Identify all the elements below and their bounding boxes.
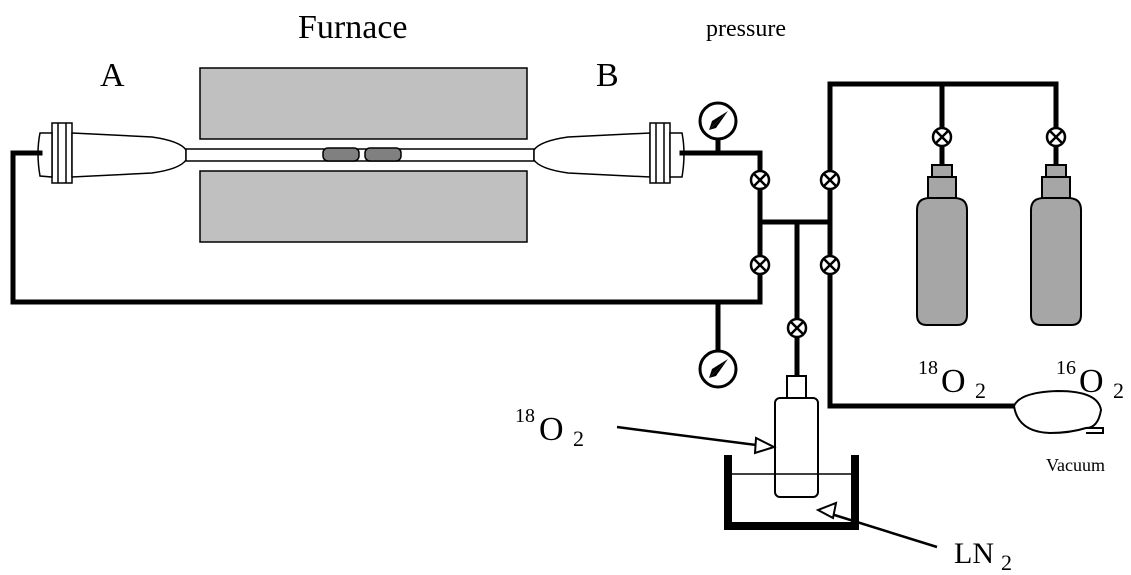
trap-elem: O [539, 411, 564, 448]
valve-manifold-lower[interactable] [819, 254, 841, 276]
sample-left [322, 147, 360, 162]
ln2-sub: 2 [1001, 550, 1012, 575]
end-a-label: A [100, 57, 125, 94]
left-flange [51, 122, 73, 184]
ln2-arrow [815, 501, 938, 549]
cyl2-mass: 16 [1056, 357, 1076, 379]
trap-neck [786, 375, 807, 399]
right-bulb [533, 132, 651, 178]
narrow-tube [185, 148, 535, 162]
cyl2-sub: 2 [1113, 378, 1124, 403]
furnace-top-block [199, 67, 528, 140]
piping [10, 81, 1059, 409]
ln2-dewar [724, 455, 859, 530]
trap-18o2-label: 18 O 2 [515, 405, 584, 451]
vacuum-pump-icon [1012, 389, 1104, 435]
valve-trap[interactable] [786, 317, 808, 339]
dewar-wall [724, 455, 859, 530]
pressure-gauge-lower-icon [698, 349, 738, 389]
ln2-label: LN 2 [954, 537, 1012, 575]
furnace-label: Furnace [298, 9, 408, 46]
valve-manifold-upper[interactable] [819, 169, 841, 191]
pressure-gauge-upper-icon [698, 101, 738, 141]
trap-sub: 2 [573, 426, 584, 451]
sample-right [364, 147, 402, 162]
cyl1-mass: 18 [918, 357, 938, 379]
cylinder-18o2-label: 18 O 2 [918, 357, 986, 403]
valve-cylinder-18o2[interactable] [931, 126, 953, 148]
quartz-tube [37, 122, 685, 184]
trap-vessel [774, 397, 819, 498]
valve-tube-lower[interactable] [749, 254, 771, 276]
pressure-label: pressure [706, 16, 786, 42]
trap-mass: 18 [515, 405, 535, 427]
cyl1-elem: O [941, 363, 966, 400]
cylinder-16o2 [1030, 164, 1082, 326]
valve-cylinder-16o2[interactable] [1045, 126, 1067, 148]
valve-tube-upper[interactable] [749, 169, 771, 191]
furnace-bottom-block [199, 170, 528, 243]
cold-trap [774, 375, 819, 498]
cylinder-16o2-label: 16 O 2 [1056, 357, 1124, 403]
cyl1-sub: 2 [975, 378, 986, 403]
end-b-label: B [596, 57, 619, 94]
right-flange [649, 122, 671, 184]
vacuum-label: Vacuum [1046, 455, 1105, 475]
trap-arrow [616, 425, 777, 455]
cylinder-18o2 [916, 164, 968, 326]
ln2-main: LN [954, 537, 994, 570]
left-bulb [71, 132, 187, 178]
